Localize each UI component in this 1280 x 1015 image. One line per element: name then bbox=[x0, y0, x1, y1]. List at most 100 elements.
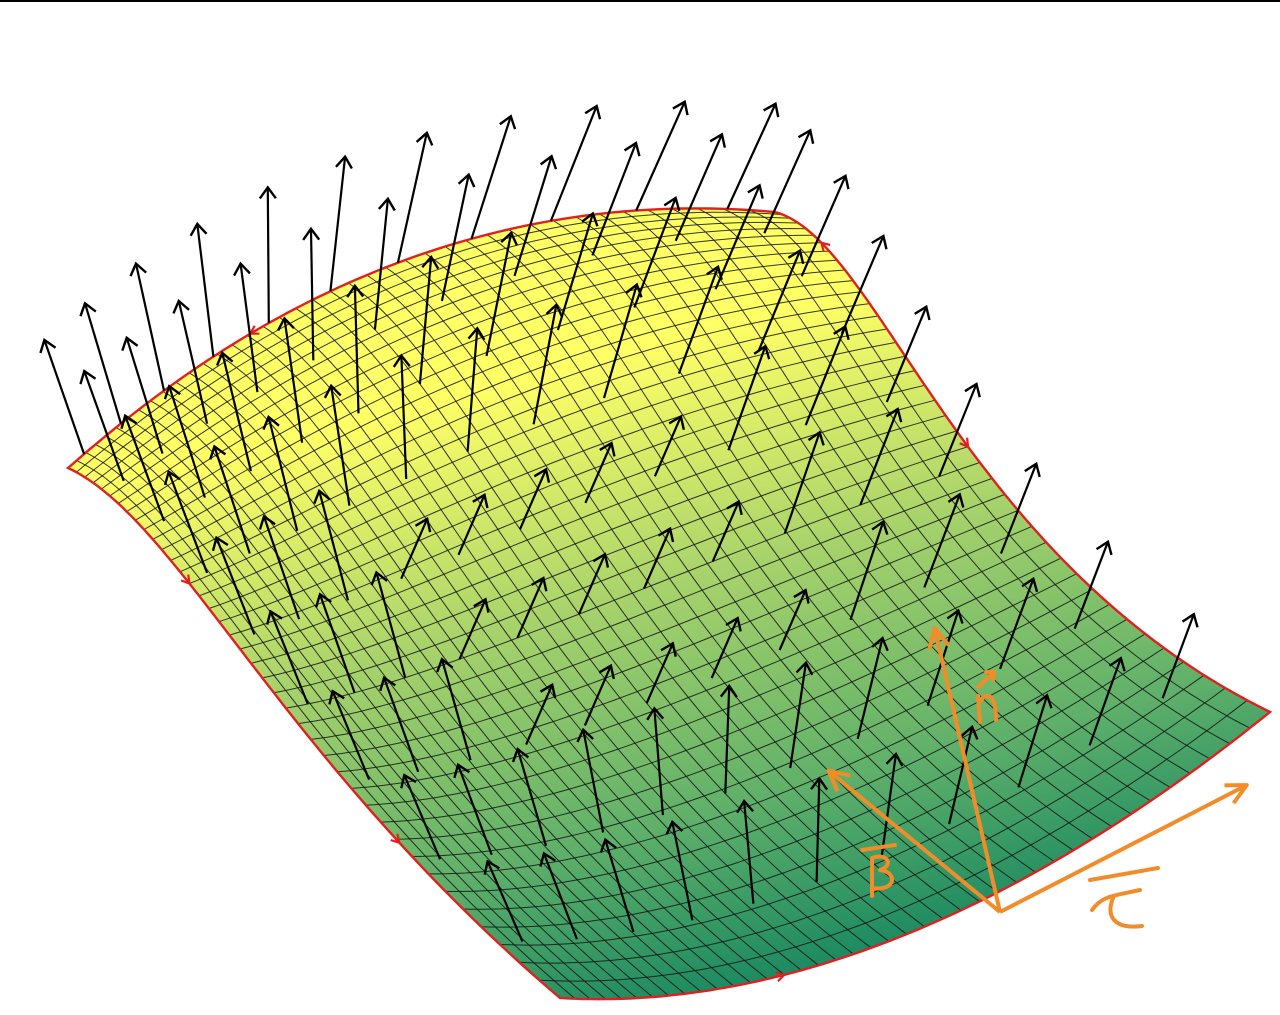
normal-vector-arrow bbox=[583, 731, 605, 833]
normal-vector-arrow bbox=[320, 492, 350, 601]
normal-vector-arrow bbox=[1161, 615, 1194, 699]
normal-vector-arrow bbox=[549, 107, 596, 222]
normal-vector-arrow bbox=[442, 660, 472, 761]
normal-vector-arrow bbox=[577, 555, 605, 615]
normal-vector-arrow bbox=[269, 418, 299, 532]
boundary-orientation-tick bbox=[959, 437, 970, 449]
mesh-line-v bbox=[161, 291, 862, 551]
mesh-line-v bbox=[117, 242, 822, 504]
boundary-orientation-tick bbox=[819, 241, 831, 252]
mesh-line-v bbox=[310, 493, 1005, 740]
tau-label bbox=[1088, 866, 1160, 929]
normal-vector-arrow bbox=[85, 304, 122, 424]
normal-vector-arrow bbox=[789, 664, 806, 769]
mesh-line-v bbox=[481, 661, 1184, 928]
normal-vector-arrow bbox=[859, 410, 897, 506]
normal-vector-arrow bbox=[45, 341, 86, 455]
normal-vector-arrow bbox=[532, 306, 557, 425]
normal-vector-arrow bbox=[938, 385, 976, 477]
normal-vector-arrow bbox=[817, 779, 820, 883]
normal-vector-arrow bbox=[264, 517, 301, 620]
normal-vector-arrow bbox=[85, 372, 125, 482]
normal-vector-arrow bbox=[1017, 696, 1046, 788]
normal-vector-arrow bbox=[518, 750, 548, 847]
boundary-orientation-marks bbox=[180, 241, 970, 983]
normal-vector-arrow bbox=[355, 287, 359, 414]
normal-vector-arrow bbox=[400, 520, 427, 580]
normal-vector-arrow bbox=[170, 387, 206, 498]
normal-vector-arrow bbox=[725, 687, 729, 794]
mesh-line-v bbox=[152, 280, 854, 540]
boundary-curve bbox=[65, 207, 1273, 1001]
mesh-line-v bbox=[189, 328, 888, 584]
normal-vector-arrow bbox=[726, 105, 775, 210]
mesh-line-v bbox=[463, 647, 1165, 910]
normal-vector-arrow bbox=[488, 862, 524, 942]
normal-vector-arrow bbox=[800, 177, 845, 277]
normal-vector-arrow bbox=[744, 802, 755, 904]
normal-vector-arrow bbox=[606, 841, 635, 933]
mesh-line-v bbox=[179, 315, 879, 573]
normal-vector-arrow bbox=[778, 591, 806, 651]
normal-vector-arrow bbox=[602, 286, 637, 399]
boundary-orientation-tick bbox=[775, 971, 787, 983]
normal-vector-arrow bbox=[127, 339, 164, 454]
normal-vector-arrow bbox=[513, 157, 552, 277]
frame-vectors bbox=[826, 626, 1249, 929]
normal-vector-arrow bbox=[458, 766, 493, 856]
mesh-line-v bbox=[323, 509, 1019, 756]
normal-vector-arrow bbox=[885, 308, 926, 403]
normal-vector-arrow bbox=[1073, 543, 1108, 630]
normal-vector-arrow bbox=[673, 823, 694, 921]
normal-vector-arrow bbox=[856, 639, 883, 740]
normal-vector-arrow bbox=[333, 692, 371, 781]
n-label bbox=[976, 670, 998, 724]
normal-vector-arrow bbox=[763, 131, 810, 234]
mesh-line-v bbox=[92, 221, 799, 484]
normal-vector-arrow bbox=[271, 612, 309, 705]
mesh-line-v bbox=[519, 687, 1226, 964]
mesh-line-v bbox=[170, 303, 870, 561]
normal-vector-arrow bbox=[654, 709, 663, 816]
normal-vector-arrow bbox=[556, 214, 593, 331]
normal-vector-arrow bbox=[136, 265, 166, 391]
mesh-line-v bbox=[298, 477, 993, 725]
normal-vector-arrow bbox=[311, 230, 313, 361]
mesh-line-v bbox=[262, 430, 957, 679]
normal-vector-arrow bbox=[653, 417, 681, 477]
mesh-line-v bbox=[143, 269, 846, 530]
mesh-line-v bbox=[499, 674, 1205, 946]
normal-vector-arrow bbox=[677, 268, 718, 374]
normal-vector-arrow bbox=[544, 854, 578, 940]
normal-vector-arrow bbox=[320, 595, 356, 694]
normal-vector-arrow bbox=[804, 328, 845, 426]
normal-vector-arrow bbox=[849, 523, 883, 621]
normal-vector-arrow bbox=[396, 134, 427, 263]
normal-vector-arrow bbox=[711, 503, 739, 562]
normal-vector-arrow bbox=[518, 470, 546, 530]
normal-vector-arrow bbox=[525, 686, 552, 746]
normal-vector-arrow bbox=[674, 135, 722, 242]
normal-vector-arrow bbox=[727, 347, 765, 451]
mesh-line-v bbox=[412, 603, 1110, 857]
mesh-line-v bbox=[539, 699, 1248, 982]
mesh-line-v bbox=[250, 415, 946, 664]
b-vector-arrow bbox=[826, 768, 1002, 914]
normal-vector-arrow bbox=[948, 728, 972, 825]
mesh-line-v bbox=[208, 355, 906, 609]
normal-vector-arrow bbox=[217, 539, 256, 635]
mesh-line-v bbox=[229, 384, 925, 636]
normal-vector-arrow bbox=[583, 667, 611, 726]
n-vector-arrow bbox=[927, 626, 1002, 913]
normal-vector-arrow bbox=[401, 357, 406, 480]
normal-vector-arrow bbox=[1088, 659, 1121, 746]
normal-vector-arrow bbox=[329, 158, 345, 292]
normal-vector-arrow bbox=[466, 329, 478, 452]
normal-vector-arrow bbox=[405, 776, 442, 860]
normal-vector-arrow bbox=[645, 644, 673, 704]
normal-vector-arrow bbox=[373, 200, 388, 330]
normal-vector-arrow bbox=[840, 237, 883, 335]
normal-vector-arrow bbox=[126, 417, 166, 522]
normal-vector-arrow bbox=[268, 188, 269, 324]
